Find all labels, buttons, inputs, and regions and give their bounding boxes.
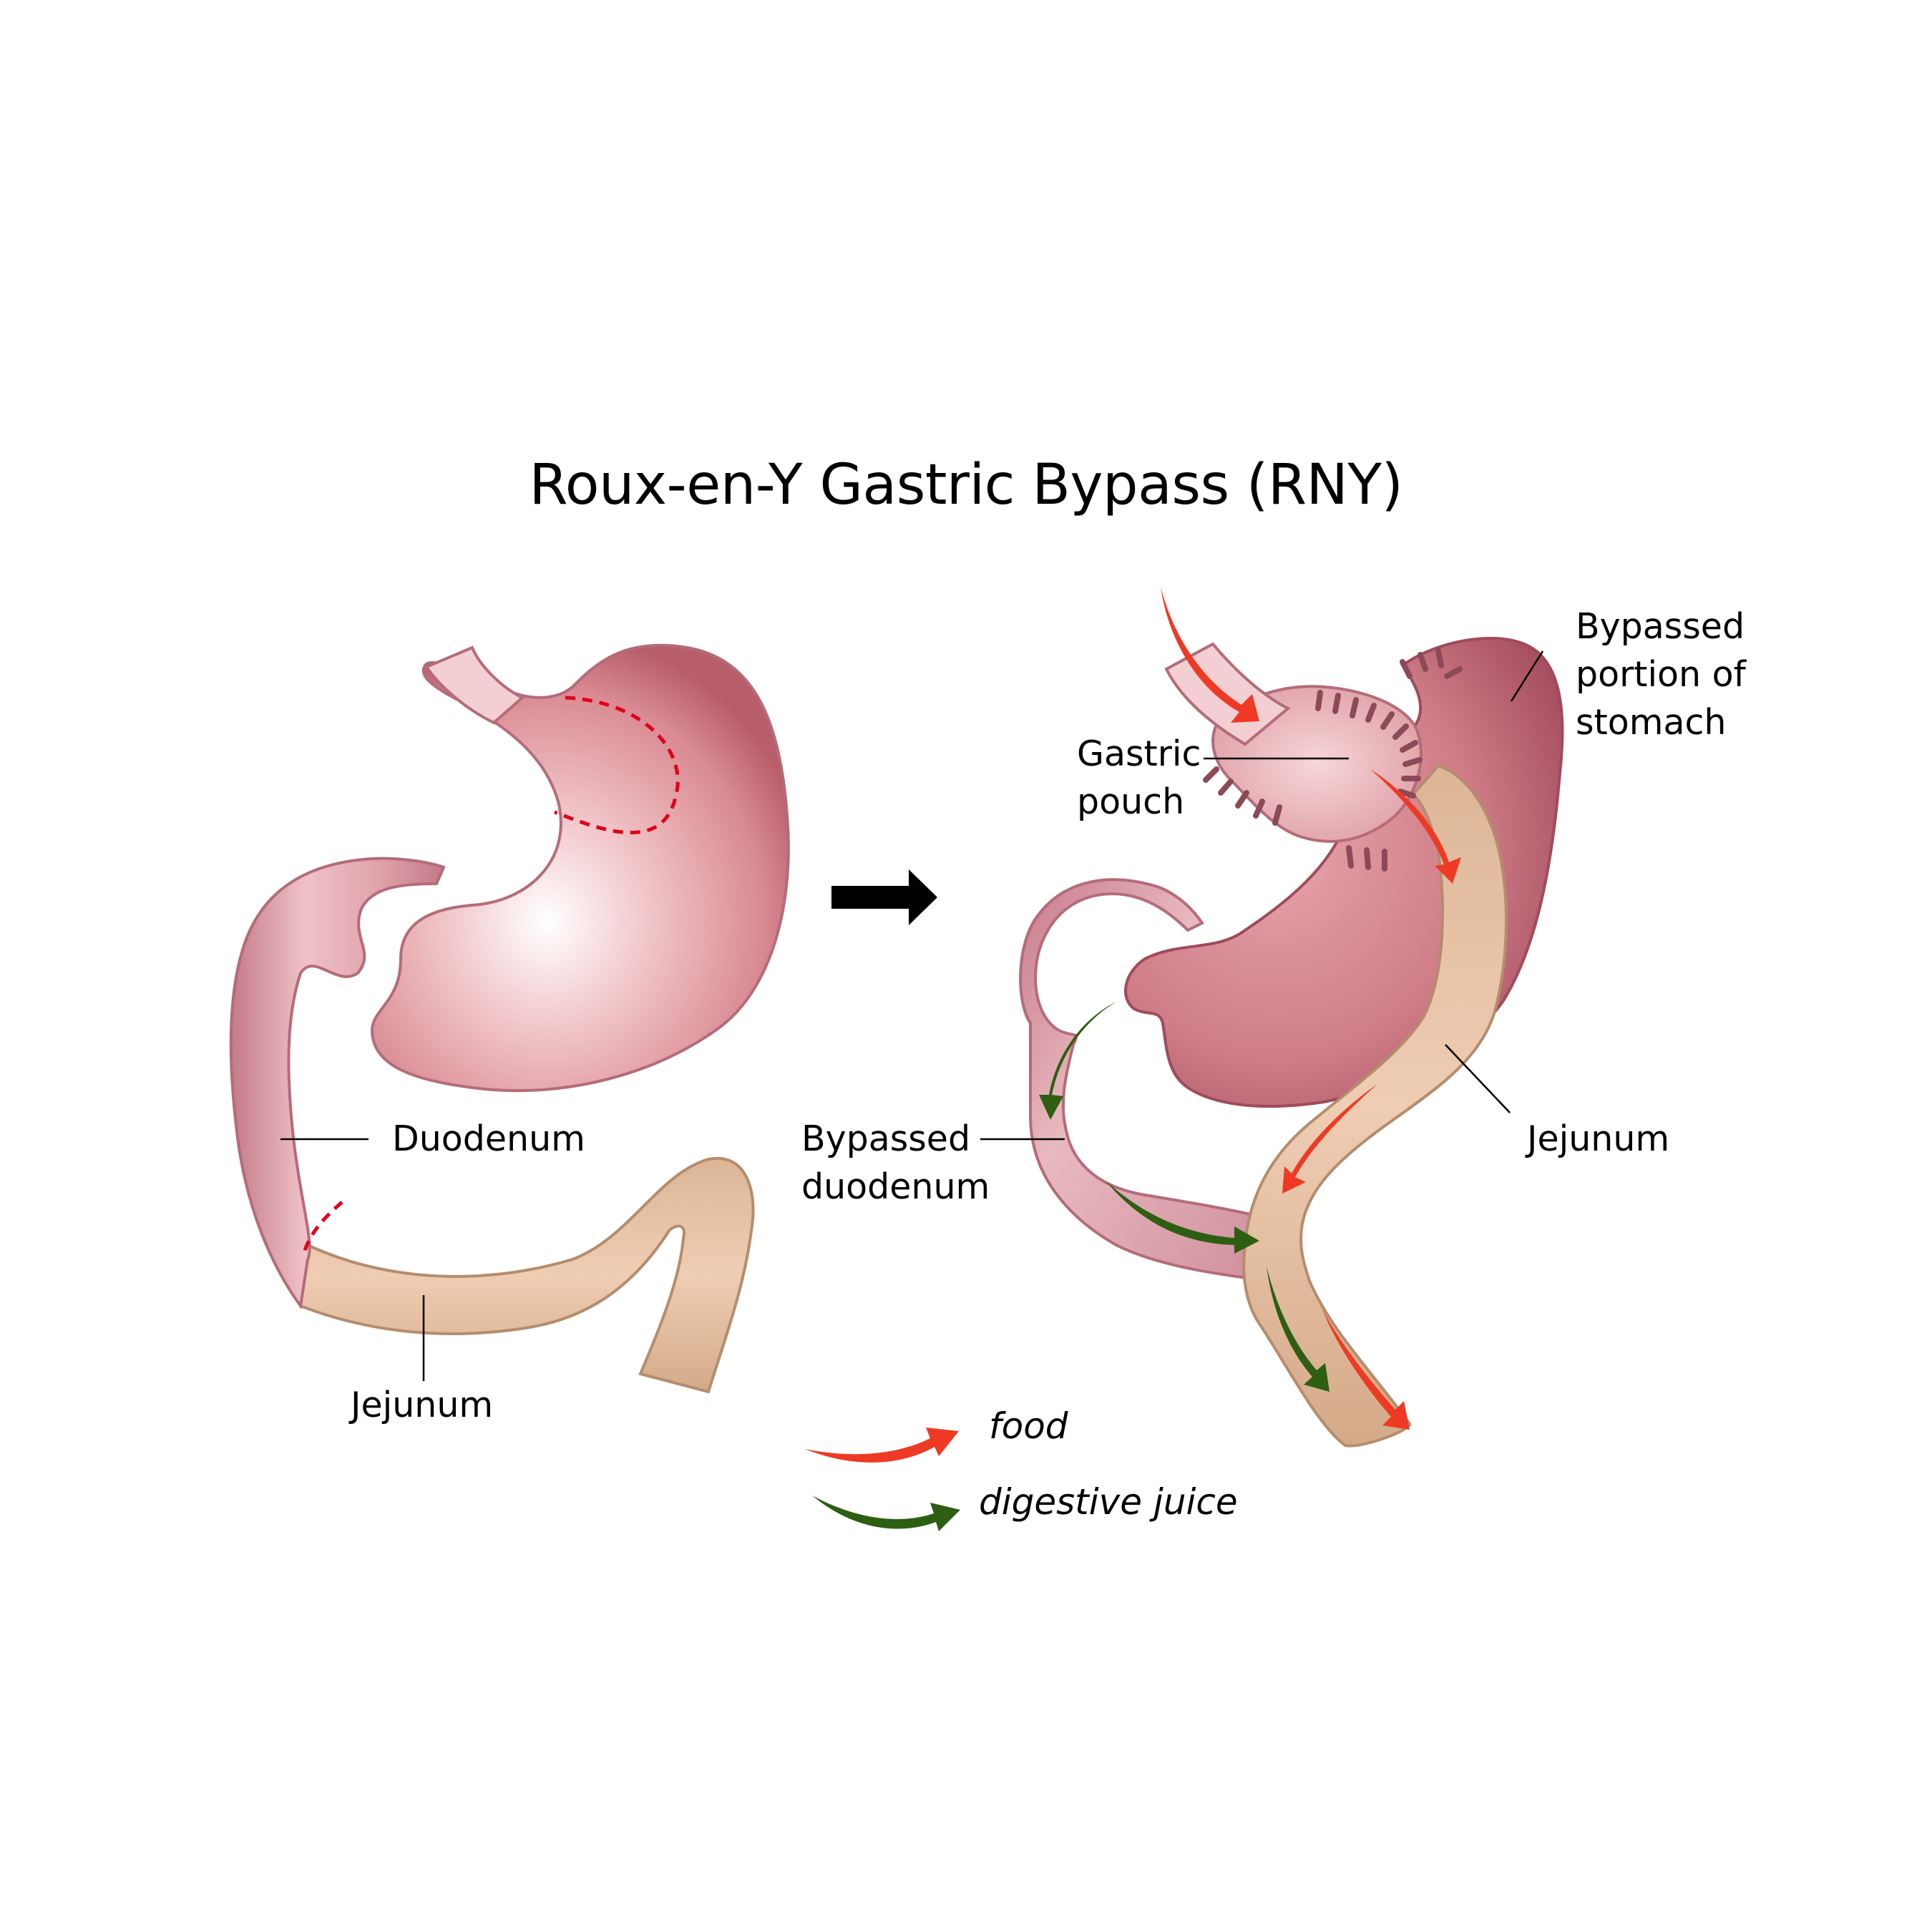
juice-arrow-duodenum-descending	[1039, 1002, 1116, 1120]
legend-swatches	[805, 1428, 960, 1531]
normal-anatomy-illustration	[229, 643, 790, 1394]
normal-duodenum	[229, 857, 446, 1310]
food-arrow-jejunum-upper	[1282, 1084, 1377, 1194]
bypassed-stomach-leader-line	[1510, 650, 1544, 702]
label-bypassed-stomach-line2: portion of	[1576, 654, 1746, 695]
juice-arrow-jejunum	[1267, 1267, 1330, 1392]
diagram-title: Roux-en-Y Gastric Bypass (RNY)	[529, 453, 1403, 517]
staple-line	[1203, 648, 1463, 872]
label-gastric-pouch: Gastric pouch	[1077, 730, 1201, 826]
label-gastric-pouch-line2: pouch	[1077, 781, 1185, 822]
food-arrow-esophagus	[1161, 587, 1259, 723]
pouch-cut-line	[554, 696, 680, 834]
transition-arrow	[831, 869, 937, 925]
legend-juice-arrow	[812, 1496, 960, 1531]
label-bypassed-duodenum-line2: duodenum	[801, 1166, 990, 1207]
normal-esophagus	[424, 645, 525, 725]
label-bypassed-stomach-line1: Bypassed	[1576, 606, 1745, 647]
food-arrow-jejunum-lower	[1322, 1309, 1410, 1430]
label-normal-jejunum: Jejunum	[351, 1385, 494, 1425]
right-jejunum-leader-line	[1445, 1044, 1511, 1113]
legend-food-label: food	[989, 1405, 1068, 1447]
label-duodenum: Duodenum	[392, 1118, 585, 1159]
normal-stomach	[370, 643, 790, 1093]
juice-arrow-duodenum-horizontal	[1106, 1181, 1259, 1254]
normal-jejunum	[298, 1156, 755, 1394]
label-gastric-pouch-line1: Gastric	[1077, 733, 1201, 774]
bypass-anatomy-illustration	[980, 587, 1564, 1448]
food-arrow-pouch	[1370, 769, 1461, 884]
food-flow-arrows	[1161, 587, 1461, 1430]
legend-digestive-juice-label: digestive juice	[979, 1481, 1238, 1523]
digestive-juice-flow-arrows	[1039, 1002, 1330, 1392]
label-bypassed-duodenum: Bypassed duodenum	[801, 1115, 990, 1211]
duodenum-cut-line	[302, 1201, 343, 1253]
roux-limb-jejunum	[1242, 763, 1508, 1448]
label-roux-jejunum: Jejunum	[1527, 1118, 1670, 1159]
label-bypassed-duodenum-line1: Bypassed	[801, 1118, 971, 1159]
legend-food-arrow	[805, 1428, 959, 1463]
label-bypassed-stomach-line3: stomach	[1576, 702, 1727, 743]
label-bypassed-stomach: Bypassed portion of stomach	[1576, 602, 1746, 746]
